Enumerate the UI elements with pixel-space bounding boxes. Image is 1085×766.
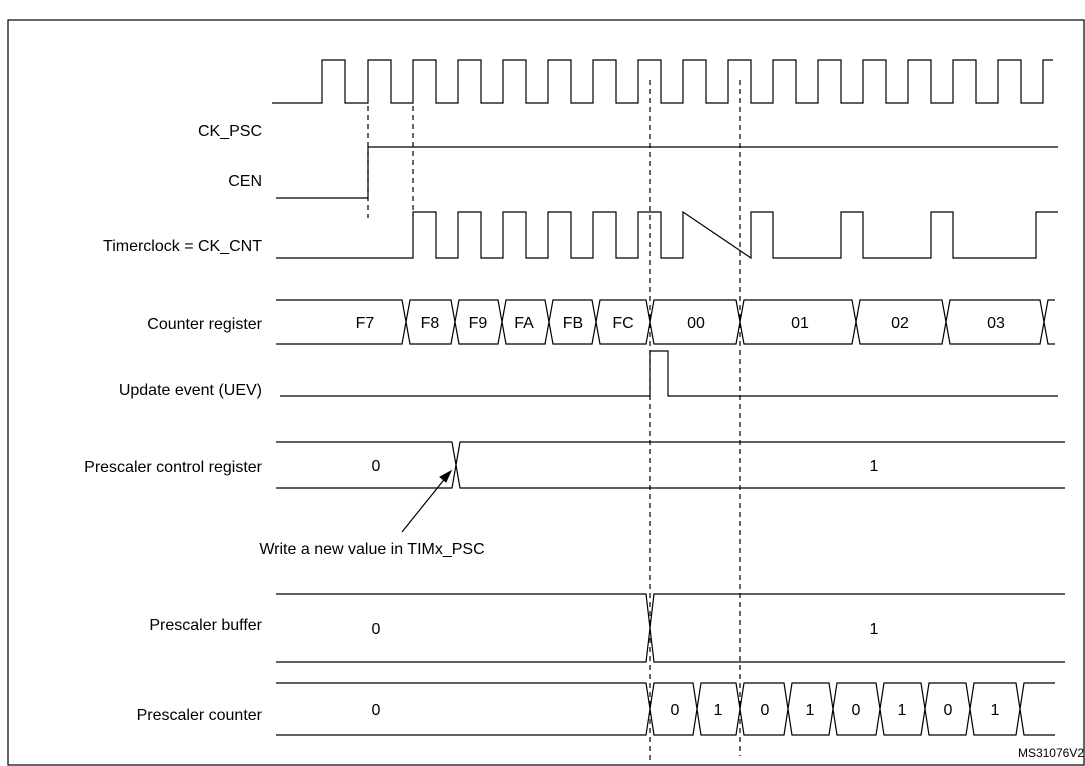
bus-value-counter: 01 <box>791 315 809 332</box>
signal-label-uev: Update event (UEV) <box>119 382 262 399</box>
signal-waveform-ck-cnt <box>276 210 1058 260</box>
bus-value-counter: 00 <box>687 315 705 332</box>
bus-bottom-psc-buf <box>276 627 1065 663</box>
bus-value-psc-cnt: 1 <box>991 702 1000 719</box>
annotation-arrow-head <box>439 469 453 483</box>
bus-value-psc-cnt: 1 <box>714 702 723 719</box>
signal-waveform-cen <box>276 146 1058 199</box>
bus-value-counter: F9 <box>469 315 488 332</box>
bus-value-psc-cnt: 0 <box>852 702 861 719</box>
bus-bottom-psc-ctrl <box>276 464 1065 489</box>
signal-label-counter: Counter register <box>147 316 262 333</box>
bus-bottom-counter <box>276 321 1055 345</box>
bus-top-psc-ctrl <box>276 441 1065 466</box>
bus-top-psc-cnt <box>276 682 1055 710</box>
bus-bottom-psc-cnt <box>276 708 1055 736</box>
bus-value-counter: FC <box>612 315 633 332</box>
bus-value-psc-cnt: 0 <box>761 702 770 719</box>
signal-waveform-ck-psc <box>272 59 1053 104</box>
bus-value-psc-cnt: 0 <box>671 702 680 719</box>
signal-label-ck-psc: CK_PSC <box>198 123 262 140</box>
figure-reference-id: MS31076V2 <box>1018 746 1084 760</box>
annotation-write-psc: Write a new value in TIMx_PSC <box>259 541 484 558</box>
signal-label-cen: CEN <box>228 173 262 190</box>
bus-top-counter <box>276 299 1055 323</box>
signal-label-psc-buf: Prescaler buffer <box>149 617 262 634</box>
annotation-arrow-line <box>401 475 448 533</box>
diagram-frame <box>7 19 1085 766</box>
bus-value-counter: FB <box>563 315 583 332</box>
bus-value-psc-cnt: 1 <box>806 702 815 719</box>
signal-waveform-uev <box>280 350 1058 397</box>
bus-value-psc-ctrl: 0 <box>372 458 381 475</box>
signal-label-ck-cnt: Timerclock = CK_CNT <box>103 238 262 255</box>
bus-value-psc-buf: 0 <box>372 621 381 638</box>
bus-value-psc-ctrl: 1 <box>870 458 879 475</box>
bus-value-counter: 02 <box>891 315 909 332</box>
signal-label-psc-cnt: Prescaler counter <box>137 707 263 724</box>
bus-top-psc-buf <box>276 593 1065 629</box>
bus-value-counter: F7 <box>356 315 375 332</box>
bus-value-counter: 03 <box>987 315 1005 332</box>
bus-value-psc-cnt: 1 <box>898 702 907 719</box>
bus-value-psc-cnt: 0 <box>372 702 381 719</box>
bus-value-counter: FA <box>514 315 534 332</box>
bus-value-psc-cnt: 0 <box>944 702 953 719</box>
bus-value-psc-buf: 1 <box>870 621 879 638</box>
bus-value-counter: F8 <box>421 315 440 332</box>
signal-label-psc-ctrl: Prescaler control register <box>84 459 263 476</box>
